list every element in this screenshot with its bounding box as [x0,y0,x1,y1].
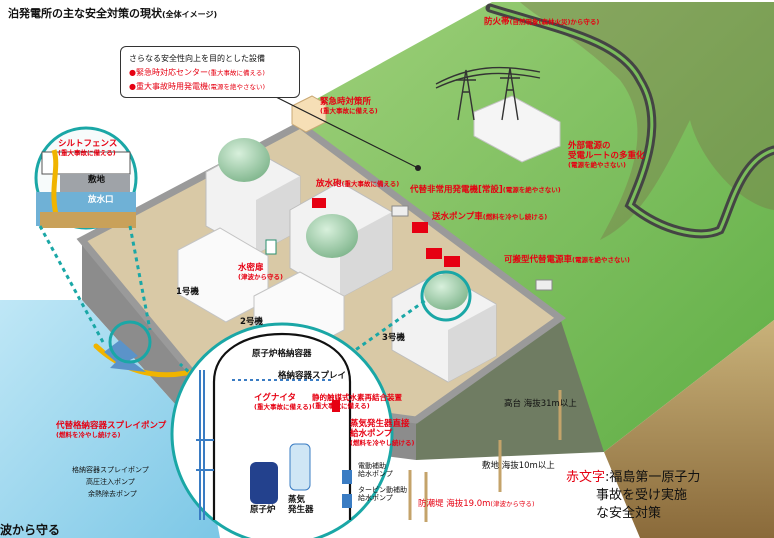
elevation-poles [408,390,562,522]
legend-line-2: 事故を受け実施 [596,488,688,503]
label-motor-pump: 電動補助給水ポンプ [358,462,393,479]
label-seawall: 防潮堤 海抜19.0m(津波から守る) [418,499,535,509]
callout-item-center-label: ●緊急時対応センター [129,68,208,77]
label-turbine-pump: タービン動補助給水ポンプ [358,486,407,503]
label-watertight-door: 水密扉(津波から守る) [238,263,283,281]
callout-box: さらなる安全性向上を目的とした設備 ●緊急時対応センター(重大事故に備える) ●… [120,46,300,98]
label-alt-spray-pump: 代替格納容器スプレイポンプ(燃料を冷やし続ける) [56,421,167,439]
legend-key: 赤文字 [566,470,606,485]
power-pylons [435,66,541,121]
page-title: 泊発電所の主な安全対策の現状(全体イメージ) [8,7,218,21]
label-sg: 蒸気発生器 [288,495,314,515]
containment-cutaway [170,322,394,538]
callout-item-generator: ●重大事故時用発電機(電源を絶やさない) [129,81,265,92]
outlet-arrow [104,340,146,372]
callout-item-center: ●緊急時対応センター(重大事故に備える) [129,67,265,78]
label-high-ground: 高台 海抜31m以上 [504,399,577,409]
legend: 赤文字:福島第一原子力 事故を受け実施 な安全対策 [566,469,700,523]
label-firebreak: 防火帯(自然現象(森林火災)から守る) [484,17,600,27]
legend-line-1: 赤文字:福島第一原子力 [566,470,701,485]
label-cs-pump: 格納容器スプレイポンプ [72,466,149,474]
label-unit3: 3号機 [382,333,405,343]
label-site: 敷地 [88,175,106,185]
title-main: 泊発電所の主な安全対策の現状 [8,7,162,20]
vehicles [312,198,553,291]
callout-item-generator-label: ●重大事故時用発電機 [129,82,208,91]
label-portable-power: 可搬型代替電源車(電源を絶やさない) [504,255,630,265]
legend-line-3: な安全対策 [596,506,662,521]
label-silt-fence: シルトフェンス(重大事故に備える) [58,139,118,157]
label-alt-generator: 代替非常用発電機[常設](電源を絶やさない) [410,185,561,195]
label-unit2: 2号機 [240,317,263,327]
label-bottom-cut: 波から守る [0,523,61,537]
callout-item-generator-note: (電源を絶やさない) [207,83,266,91]
label-water-cannon: 放水砲(重大事故に備える) [316,179,400,189]
detail-connectors [34,89,472,416]
label-rhr-pump: 余熱除去ポンプ [88,490,137,498]
callout-item-center-note: (重大事故に備える) [207,69,265,77]
sea [0,300,220,538]
label-containment-spray: 格納容器スプレイ [278,371,347,381]
label-sg-pump: 蒸気発生器直接給水ポンプ(燃料を冷やし続ける) [350,419,415,447]
label-unit1: 1号機 [176,287,199,297]
label-recombiner: 静的触媒式水素再結合装置(重大事故に備える) [312,393,402,410]
label-offsite-power: 外部電源の受電ルートの多重化(電源を絶やさない) [568,141,645,169]
label-hp-pump: 高圧注入ポンプ [86,478,135,486]
title-sub: (全体イメージ) [162,10,218,19]
label-containment: 原子炉格納容器 [252,349,312,359]
label-igniter: イグナイタ(重大事故に備える) [254,393,312,411]
label-outlet: 放水口 [88,195,114,205]
label-pump-truck: 送水ポンプ車(燃料を冷やし続ける) [432,212,548,222]
label-reactor: 原子炉 [250,505,276,515]
callout-heading: さらなる安全性向上を目的とした設備 [129,54,265,63]
label-site-level: 敷地 海抜10m以上 [482,461,555,471]
label-emergency-office: 緊急時対策所(重大事故に備える) [320,97,378,115]
